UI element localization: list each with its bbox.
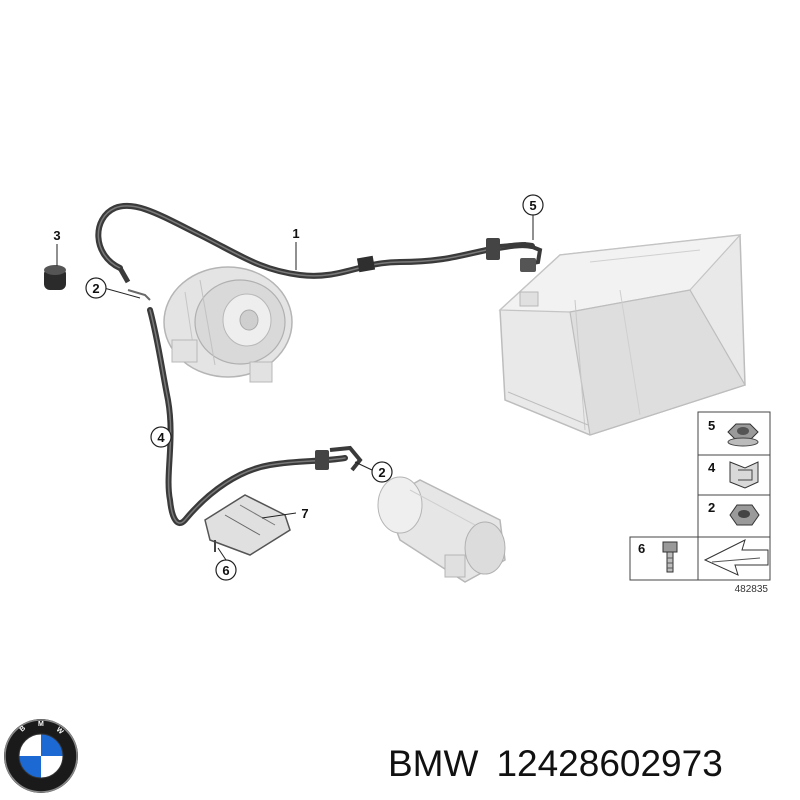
svg-text:5: 5	[708, 418, 715, 433]
clip-icon	[729, 461, 759, 489]
callout-1: 1	[292, 226, 299, 241]
svg-text:3: 3	[53, 228, 60, 243]
callout-7: 7	[301, 506, 308, 521]
brand-name: BMW	[388, 743, 479, 784]
part-caption: BMW 12428602973	[388, 738, 788, 790]
parts-legend: 5 4 2 6	[629, 411, 771, 595]
bolt-icon	[662, 541, 678, 573]
callout-2-starter: 2	[371, 461, 393, 483]
part-number: 12428602973	[496, 743, 723, 784]
callout-5-battery: 5	[522, 194, 544, 216]
svg-text:7: 7	[301, 506, 308, 521]
callout-3: 3	[53, 228, 60, 243]
alternator-illustration	[163, 266, 293, 383]
svg-text:B: B	[19, 725, 27, 734]
svg-text:2: 2	[92, 281, 99, 296]
cable-guard-bracket	[204, 494, 291, 556]
nut-flanged-icon	[727, 423, 759, 447]
svg-text:4: 4	[708, 460, 716, 475]
svg-text:W: W	[55, 726, 65, 736]
legend-row-6: 6	[638, 541, 678, 573]
diagram-reference-number: 482835	[735, 584, 769, 595]
leader-lines	[56, 215, 534, 561]
bmw-logo: B M W	[4, 719, 78, 793]
callout-6: 6	[215, 559, 237, 581]
svg-text:M: M	[38, 721, 44, 728]
direction-arrow-icon	[703, 539, 769, 576]
nut-hex-icon	[729, 504, 760, 526]
legend-row-5: 5	[708, 418, 759, 447]
legend-row-4: 4	[708, 460, 759, 489]
battery-illustration	[498, 234, 746, 436]
svg-text:6: 6	[638, 541, 645, 556]
svg-text:6: 6	[222, 563, 229, 578]
svg-text:1: 1	[292, 226, 299, 241]
callout-2-alternator: 2	[85, 277, 107, 299]
battery-terminal	[486, 238, 543, 272]
terminal-cap	[44, 265, 66, 290]
starter-illustration	[377, 476, 506, 583]
callout-4: 4	[150, 426, 172, 448]
svg-text:2: 2	[708, 500, 715, 515]
legend-row-2: 2	[708, 500, 760, 526]
starter-terminal	[315, 445, 363, 472]
svg-text:2: 2	[378, 465, 385, 480]
svg-text:4: 4	[157, 430, 165, 445]
svg-text:5: 5	[529, 198, 536, 213]
